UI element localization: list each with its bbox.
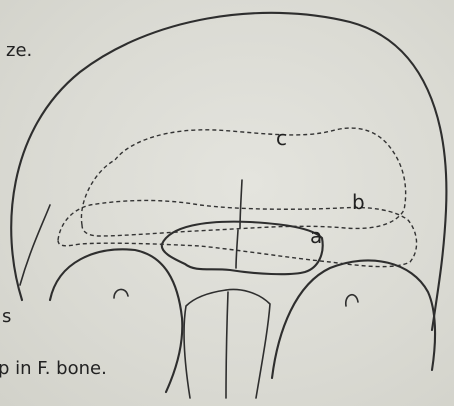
left-inner-ridge (20, 205, 50, 285)
right-orbit-outline (272, 260, 435, 378)
caption-fragment-label: p in F. bone. (0, 360, 107, 378)
nasal-bone-left (184, 290, 226, 398)
nasal-midline (226, 292, 228, 398)
left-orbit-foramen (114, 289, 128, 298)
nasal-bone-right (226, 290, 270, 398)
skull-outline (11, 13, 446, 330)
region-c-label: c (276, 128, 287, 148)
region-a-septum (236, 230, 238, 268)
region-a-label: a (310, 226, 322, 246)
left-margin-fragment-label: s (2, 308, 11, 326)
region-c-outline (81, 128, 405, 236)
right-orbit-foramen (346, 295, 358, 306)
region-b-label: b (352, 192, 365, 212)
region-a-outline (162, 222, 323, 275)
top-left-fragment-label: ze. (6, 42, 32, 60)
